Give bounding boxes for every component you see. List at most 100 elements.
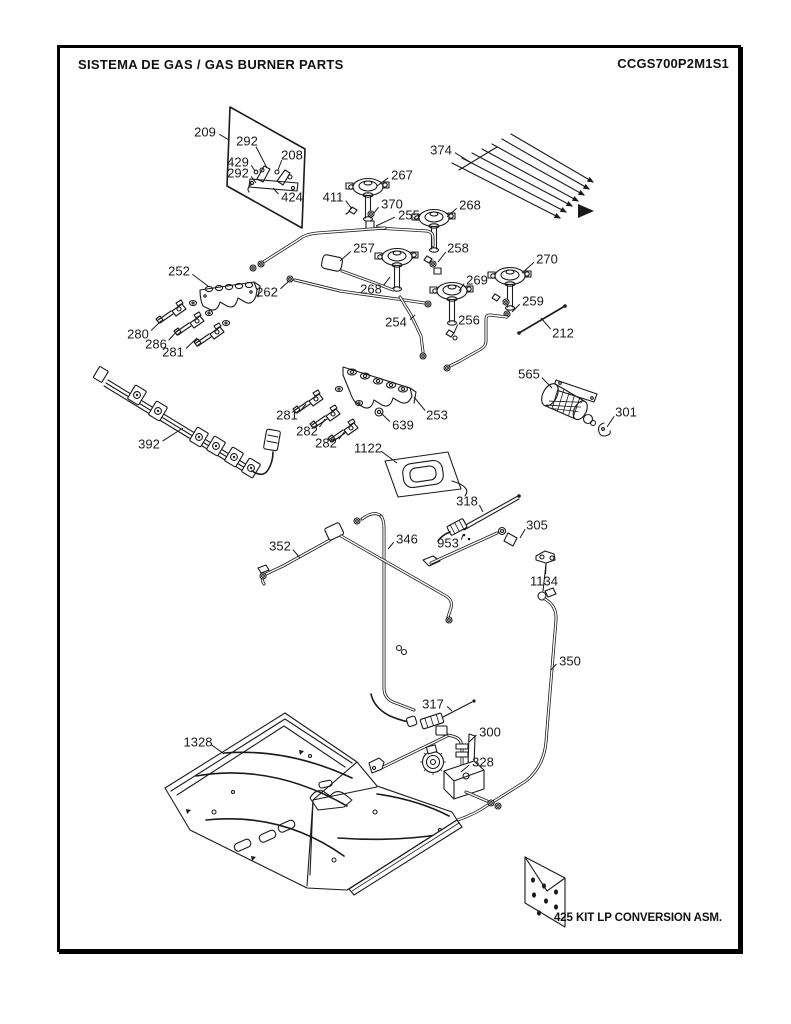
callout-label: 258 — [447, 241, 469, 256]
callout-leader — [380, 412, 391, 423]
page-title: SISTEMA DE GAS / GAS BURNER PARTS — [78, 57, 344, 72]
gas-valve-328 — [420, 744, 502, 810]
callout-leader — [277, 159, 283, 171]
callout-label: 1328 — [184, 735, 213, 750]
manifold-bracket-253 — [342, 366, 417, 409]
callout-leader — [468, 734, 477, 743]
callout-leader — [453, 324, 459, 334]
supply-pipe-flange — [368, 734, 449, 774]
kit-label: 425 KIT LP CONVERSION ASM. — [554, 912, 722, 924]
callout-leader — [519, 529, 526, 539]
callout-label: 259 — [522, 294, 544, 309]
callout-label: 370 — [381, 197, 403, 212]
callout-leader — [168, 329, 179, 341]
spark-module-panel-209 — [226, 106, 306, 229]
callout-label: 305 — [526, 518, 548, 533]
callout-label: 212 — [552, 326, 574, 341]
callout-leader — [409, 314, 416, 320]
regulator-300 — [435, 725, 476, 770]
callout-label: 257 — [353, 241, 375, 256]
callout-label: 639 — [392, 418, 414, 433]
callout-leader — [540, 317, 551, 330]
callout-leader — [446, 207, 458, 218]
clip-301 — [598, 422, 611, 437]
lp-kit-envelope-425 — [524, 856, 566, 928]
callout-leader — [458, 283, 465, 292]
callout-label: 262 — [256, 285, 278, 300]
callout-label: 318 — [456, 494, 478, 509]
callout-label: 268 — [360, 282, 382, 297]
callout-label: 953 — [437, 536, 459, 551]
callout-label: 255 — [398, 208, 420, 223]
callout-leader — [150, 320, 162, 331]
callout-label: 280 — [127, 327, 149, 342]
callout-label: 253 — [426, 408, 448, 423]
model-number: CCGS700P2M1S1 — [617, 56, 729, 71]
main-panel-1328 — [164, 712, 463, 896]
callout-leader — [280, 280, 290, 290]
callout-leader — [185, 337, 198, 349]
hardware-258 — [423, 255, 442, 275]
callout-label: 317 — [422, 697, 444, 712]
callout-leader — [511, 303, 521, 313]
callout-label: 282 — [315, 436, 337, 451]
callout-label: 352 — [269, 539, 291, 554]
elbow-255 — [365, 220, 435, 248]
callout-leader — [218, 133, 230, 141]
washer-370 — [367, 210, 375, 218]
callout-leader — [606, 416, 615, 428]
callout-leader — [255, 146, 268, 169]
callout-leader — [192, 273, 209, 287]
ignitor-318 — [437, 494, 521, 542]
callout-leader — [162, 427, 184, 442]
tube-257 — [249, 226, 395, 292]
callout-label: 392 — [138, 437, 160, 452]
ignitor-harness-392 — [92, 366, 281, 479]
callout-label: 268 — [459, 198, 481, 213]
callout-leader — [446, 706, 453, 712]
callout-label: 411 — [323, 190, 344, 205]
callout-label: 1134 — [530, 574, 558, 589]
injectors-281-282-282 — [292, 385, 364, 443]
callout-leader — [373, 206, 379, 214]
callout-label: 301 — [615, 405, 637, 420]
callout-label: 281 — [276, 408, 298, 423]
screw-411 — [345, 206, 358, 215]
callout-leader — [413, 396, 426, 412]
callout-leader — [454, 152, 471, 163]
callout-label: 267 — [391, 168, 413, 183]
callout-leader — [375, 216, 395, 227]
burner-grate-374 — [451, 133, 594, 219]
callout-leader — [383, 276, 391, 286]
callout-leader — [550, 663, 557, 671]
callout-label: 565 — [518, 367, 540, 382]
callout-leader — [299, 403, 307, 412]
callout-leader — [339, 250, 352, 262]
washer-639 — [374, 407, 384, 417]
callout-leader — [272, 187, 279, 195]
tube-259-elbow — [443, 313, 509, 372]
callout-leader — [250, 165, 256, 172]
callout-label: 256 — [458, 313, 480, 328]
callout-leader — [211, 744, 225, 755]
callout-leader — [541, 377, 553, 389]
callout-label: 424 — [281, 190, 303, 205]
callout-label: 429 — [227, 155, 249, 170]
hardware-259 — [491, 293, 511, 318]
callout-leader — [460, 764, 470, 773]
callout-leader — [250, 176, 257, 184]
tube-254 — [398, 295, 427, 360]
callout-leader — [381, 450, 398, 464]
callout-leader — [521, 262, 535, 274]
ignitor-317 — [370, 693, 476, 730]
hardware-256 — [445, 329, 458, 341]
callout-label: 328 — [472, 755, 494, 770]
tube-346 — [379, 514, 416, 712]
callout-label: 252 — [168, 264, 190, 279]
manifold-bracket-252 — [199, 281, 261, 311]
callout-label: 350 — [559, 654, 581, 669]
callout-leader — [460, 534, 464, 540]
pan-1122 — [384, 451, 468, 498]
callout-label: 346 — [396, 532, 418, 547]
